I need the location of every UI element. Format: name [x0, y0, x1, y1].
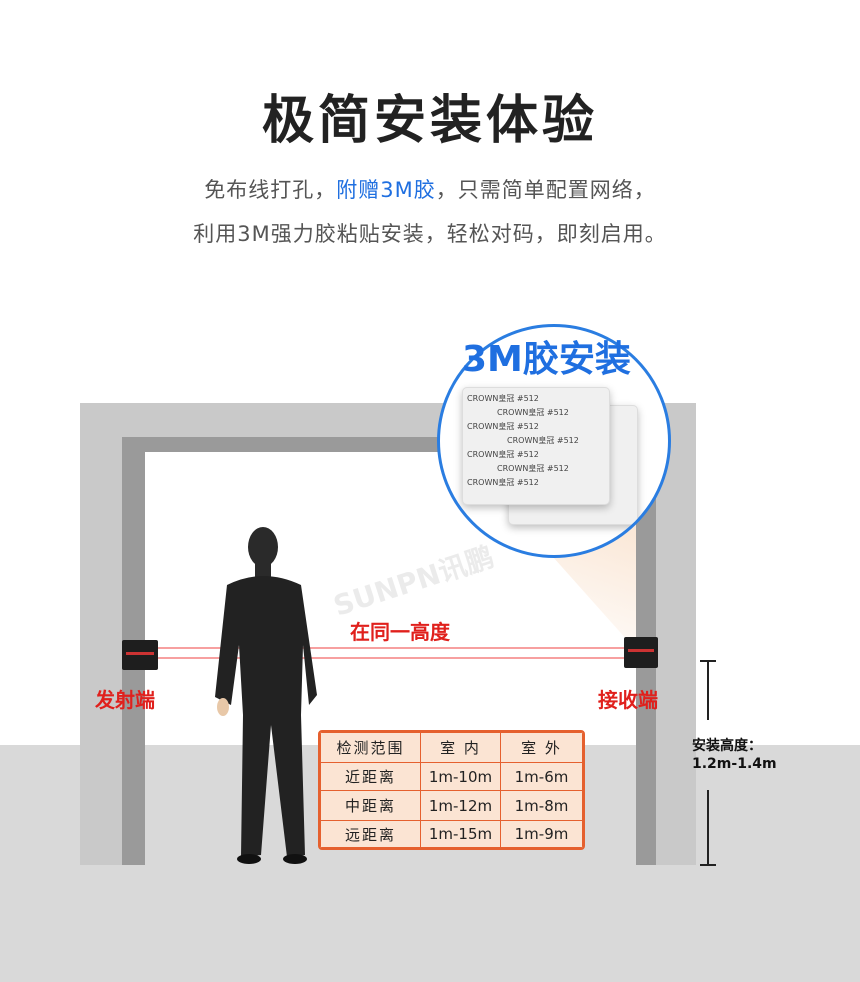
subtitle-line-1: 免布线打孔，附赠3M胶，只需简单配置网络， — [204, 178, 656, 202]
gate-left-pillar — [80, 437, 122, 865]
table-header: 室 外 — [500, 732, 583, 763]
emitter-label: 发射端 — [95, 688, 155, 712]
page-title: 极简安装体验 — [261, 91, 598, 151]
table-header-row: 检测范围室 内室 外 — [320, 732, 583, 763]
height-marker-line-lower — [707, 790, 709, 865]
callout-title: 3M胶安装 — [462, 339, 631, 380]
person-silhouette — [215, 527, 317, 864]
height-marker-bottom — [700, 864, 716, 866]
highlight-3m: 附赠3M胶 — [336, 178, 436, 202]
table-header: 检测范围 — [320, 732, 421, 763]
gate-right-pillar — [656, 437, 696, 865]
receiver-label: 接收端 — [598, 688, 658, 712]
laser-beam-1 — [158, 647, 624, 649]
same-height-label: 在同一高度 — [350, 620, 450, 644]
table-header: 室 内 — [420, 732, 501, 763]
receiver-sensor — [624, 637, 658, 668]
install-height-label: 安装高度： — [692, 738, 762, 754]
laser-beam-2 — [158, 657, 624, 659]
install-height-value: 1.2m-1.4m — [692, 756, 777, 772]
subtitle-line-2: 利用3M强力胶粘贴安装，轻松对码，即刻启用。 — [193, 222, 667, 246]
emitter-sensor — [122, 640, 158, 670]
height-marker-line — [707, 660, 709, 720]
